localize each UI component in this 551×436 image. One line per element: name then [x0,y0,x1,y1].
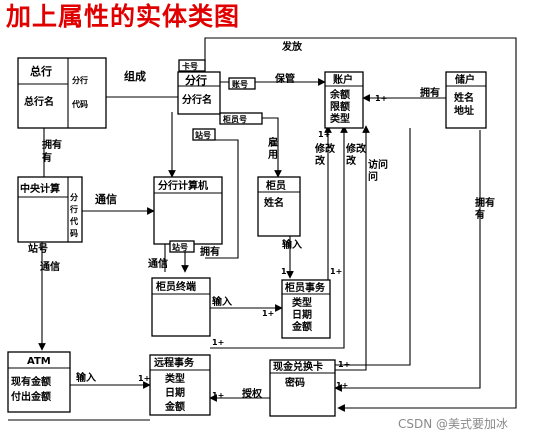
branch-attr: 分行名 [182,93,212,106]
depositor-name: 储户 [454,73,475,86]
label-account-no: 账号 [231,80,248,89]
entity-atm[interactable]: ATM 现有金额 付出金额 [7,351,71,413]
central-key-1: 分 [70,192,78,202]
label-compose: 组成 [124,69,146,83]
mult-remotetx-account: 1+ [212,338,224,347]
entity-branch[interactable]: 分行 分行名 卡号 [177,59,221,115]
entity-depositor[interactable]: 储户 姓名 地址 [445,71,487,129]
entity-head-office[interactable]: 总行 总行名 分行 代码 [17,57,107,129]
label-teller-no: 柜员号 [222,114,247,124]
label-access-b: 问 [368,170,378,183]
teller-transaction-attr-1: 日期 [292,308,312,321]
label-modify-1: 修改 [314,142,336,155]
cashcard-account-line [335,125,370,371]
cash-card-attr: 密码 [285,376,305,389]
mult-atm-remotetx: 1+ [138,374,150,383]
teller-attr: 姓名 [263,196,284,209]
entity-remote-transaction[interactable]: 远程事务 类型 日期 金额 [149,354,211,416]
remote-transaction-attr-2: 金额 [164,400,185,413]
branch-name: 分行 [185,73,207,87]
label-issue: 发放 [281,40,303,53]
label-communicate-3: 通信 [148,257,168,270]
label-own-1: 拥有 [420,86,440,99]
watermark: CSDN @美式要加冰 [398,417,508,431]
head-office-key-2: 代码 [71,99,88,109]
label-communicate-2: 通信 [40,260,60,273]
account-attr-0: 余额 [329,88,350,101]
mult-depositor-account: 1+ [375,94,387,103]
teller-transaction-attr-2: 金额 [291,320,312,333]
mult-depositor-cashcard: 1+ [336,381,348,390]
entity-central-computer[interactable]: 中央计算 分 行 代 码 [17,176,83,243]
branch-computer-name: 分行计算机 [158,179,208,192]
atm-attr-0: 现有金额 [11,375,51,388]
issue-line [204,37,517,412]
account-attr-1: 限额 [330,100,350,113]
head-office-key-1: 分行 [72,75,88,85]
label-input-2: 输入 [212,295,232,308]
teller-transaction-attr-0: 类型 [292,296,312,309]
account-attr-2: 类型 [330,112,350,125]
mult-cashcard-account: 1+ [338,360,350,369]
label-own-3b: 有 [475,208,485,221]
label-save: 保管 [274,72,295,85]
teller-name: 柜员 [265,179,286,192]
label-station-no-2: 站号 [28,242,48,255]
label-input-1: 输入 [282,238,302,251]
label-own-3: 拥有 [475,196,495,209]
label-station-no-1: 站号 [195,130,211,140]
central-key-3: 代 [69,216,78,226]
depositor-cashcard-line [334,130,481,392]
teller-transaction-name: 柜员事务 [284,281,326,294]
teller-terminal-name: 柜员终端 [155,280,196,293]
entity-teller-terminal[interactable]: 柜员终端 [151,277,211,337]
label-employ-1: 雇 [268,136,278,149]
label-communicate-1: 通信 [95,192,117,206]
depositor-vertical-line [335,128,411,366]
cash-card-name: 现金兑换卡 [273,360,323,373]
label-employ-2: 用 [267,149,278,161]
label-modify-2b: 改 [346,154,357,167]
mult-terminal-tx: 1+ [262,309,274,318]
depositor-attr-1: 地址 [454,104,474,117]
remote-transaction-attr-0: 类型 [165,372,185,385]
mult-tellertx-account: 1+ [318,130,330,139]
label-modify-2: 修改 [345,142,367,155]
head-office-attr: 总行名 [24,95,54,108]
account-name: 账户 [333,73,353,86]
label-input-3: 输入 [76,371,96,384]
central-key-2: 行 [69,204,78,214]
head-office-name: 总行 [30,64,52,78]
label-authorize: 授权 [242,387,263,400]
entity-teller[interactable]: 柜员 姓名 [257,176,301,237]
mult-teller-tx: 1+ [281,267,293,276]
entity-teller-transaction[interactable]: 柜员事务 类型 日期 金额 [281,279,331,339]
mult-cashcard-remotetx: 1+ [212,391,224,400]
label-access: 访问 [368,158,388,171]
entity-cash-card[interactable]: 现金兑换卡 密码 [269,359,336,417]
label-own-2b: 有 [42,151,52,164]
diagram-title: 加上属性的实体类图 [6,2,241,31]
remote-transaction-attr-1: 日期 [165,386,185,399]
branch-card-tag: 卡号 [182,61,198,71]
entity-branch-computer[interactable]: 分行计算机 [153,176,223,245]
remotetx-account-line [210,125,348,349]
label-station-no-3: 站号 [172,242,188,252]
central-key-4: 码 [70,229,78,238]
label-own-2: 拥有 [42,138,62,151]
label-modify-1b: 改 [315,154,326,167]
central-computer-name: 中央计算 [20,182,60,195]
atm-name: ATM [27,356,51,367]
entity-account[interactable]: 账户 余额 限额 类型 [324,71,364,129]
atm-attr-1: 付出金额 [11,390,51,403]
remote-transaction-name: 远程事务 [154,356,195,369]
mult-tellertx-top: 1+ [330,267,342,276]
depositor-attr-0: 姓名 [453,91,474,104]
label-own-4: 拥有 [200,245,220,258]
